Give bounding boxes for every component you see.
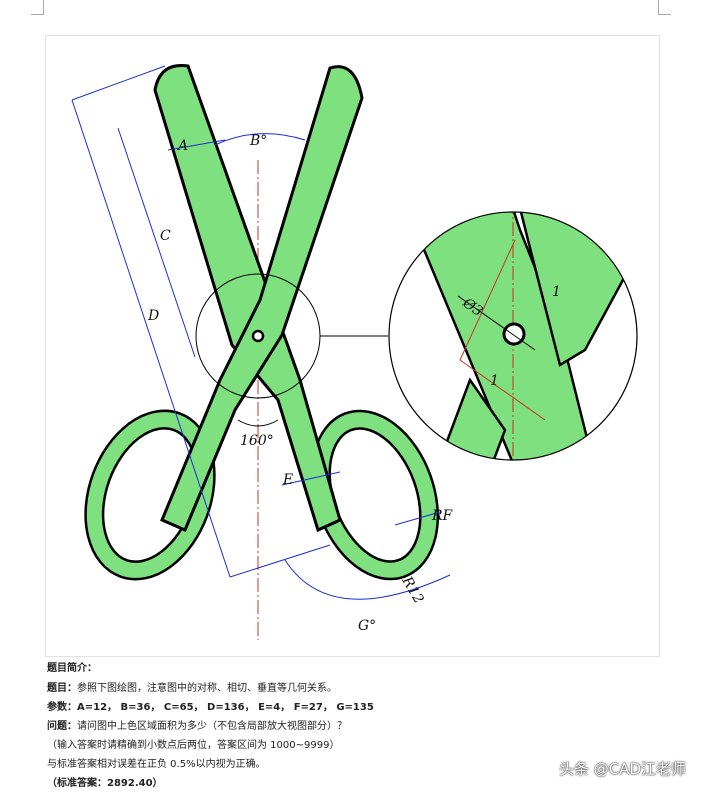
note-line-2: 与标准答案相对误差在正负 0.5%以内视为正确。 xyxy=(47,759,266,770)
params-label: 参数： xyxy=(47,702,77,713)
note-line-1: （输入答案时请精确到小数点后两位，答案区间为 1000~9999） xyxy=(47,740,340,751)
dim-label-b: B° xyxy=(249,133,267,149)
gap-label-lower: 1 xyxy=(490,373,499,389)
angle-label: 160° xyxy=(240,433,274,449)
scissors-cad-drawing: Ø3 1 1 A B° C D 160° E RF R12 G° xyxy=(71,64,638,640)
dim-label-c: C xyxy=(160,228,171,244)
pivot-hole xyxy=(251,329,265,343)
q-label: 题目： xyxy=(47,683,77,694)
q-text: 参照下图绘图，注意图中的对称、相切、垂直等几何关系。 xyxy=(77,683,337,694)
question-title-line: 题目：参照下图绘图，注意图中的对称、相切、垂直等几何关系。 xyxy=(47,679,337,694)
drawing-frame xyxy=(45,35,660,657)
params-text: A=12， B=36， C=65， D=136， E=4， F=27， G=13… xyxy=(77,702,374,713)
dim-label-rf: RF xyxy=(431,508,454,524)
intro-heading: 题目简介： xyxy=(47,663,97,674)
dimension-lines xyxy=(71,65,451,600)
detail-view: Ø3 1 1 xyxy=(388,211,638,461)
page-corner-mark-right xyxy=(658,0,671,15)
gap-label-upper: 1 xyxy=(552,284,561,300)
question-line: 问题：请问图中上色区域面积为多少（不包含局部放大视图部分）？ xyxy=(47,717,347,732)
angle-arc xyxy=(237,419,279,427)
left-handle xyxy=(84,409,216,581)
params-line: 参数：A=12， B=36， C=65， D=136， E=4， F=27， G… xyxy=(47,698,374,713)
dim-label-d: D xyxy=(147,308,159,324)
dim-label-g: G° xyxy=(358,618,376,634)
watermark: 头条 @CAD江老师 xyxy=(558,760,686,778)
answer-line: （标准答案：2892.40） xyxy=(47,778,163,789)
question-text: 请问图中上色区域面积为多少（不包含局部放大视图部分）？ xyxy=(77,721,347,732)
page-corner-mark-left xyxy=(31,0,44,15)
left-blade xyxy=(153,64,342,533)
dim-label-e: E xyxy=(282,472,293,488)
dim-label-a: A xyxy=(176,138,188,154)
question-label: 问题： xyxy=(47,721,77,732)
right-blade xyxy=(160,65,364,532)
